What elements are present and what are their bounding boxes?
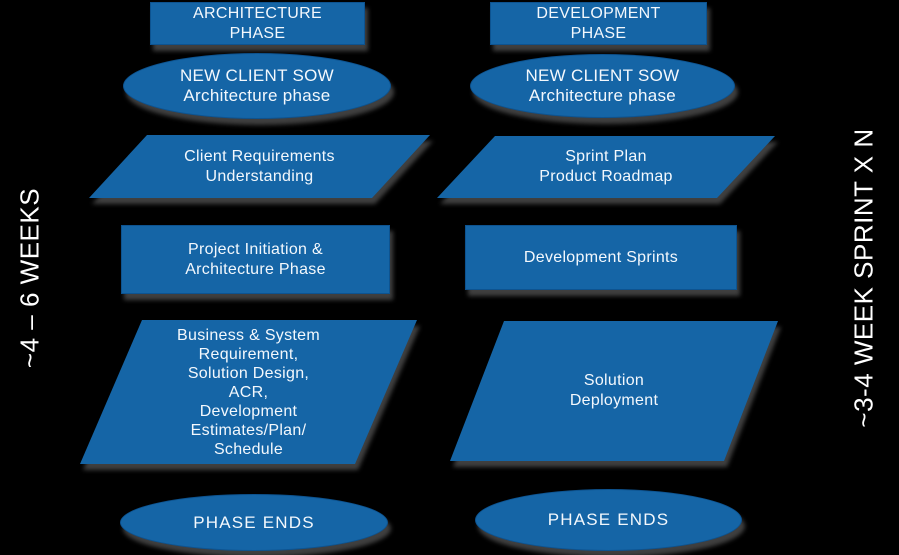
development-sow-ellipse: NEW CLIENT SOW Architecture phase	[470, 54, 735, 118]
development-phase-ends-ellipse: PHASE ENDS	[475, 489, 742, 551]
architecture-phase-header: ARCHITECTURE PHASE	[150, 2, 365, 45]
weeks-duration-label: ~4 – 6 WEEKS	[14, 187, 45, 369]
business-system-requirement-parallelogram: Business & System Requirement, Solution …	[80, 320, 417, 464]
sprint-plan-parallelogram: Sprint Plan Product Roadmap	[437, 136, 775, 198]
solution-deployment-parallelogram: Solution Deployment	[450, 321, 778, 461]
development-phase-header: DEVELOPMENT PHASE	[490, 2, 707, 45]
project-initiation-rectangle: Project Initiation & Architecture Phase	[121, 225, 390, 294]
solution-deployment-text: Solution Deployment	[450, 321, 778, 461]
development-sprints-rectangle: Development Sprints	[465, 225, 737, 290]
sprint-duration-label: ~3-4 WEEK SPRINT X N	[848, 128, 879, 428]
architecture-phase-ends-ellipse: PHASE ENDS	[120, 494, 388, 551]
development-sprints-text: Development Sprints	[465, 225, 737, 290]
architecture-sow-text: NEW CLIENT SOW Architecture phase	[123, 53, 391, 119]
business-system-requirement-text: Business & System Requirement, Solution …	[80, 320, 417, 464]
development-phase-header-text: DEVELOPMENT PHASE	[490, 2, 707, 45]
client-requirements-parallelogram: Client Requirements Understanding	[89, 135, 430, 198]
architecture-sow-ellipse: NEW CLIENT SOW Architecture phase	[123, 53, 391, 119]
sprint-plan-text: Sprint Plan Product Roadmap	[437, 136, 775, 198]
development-phase-ends-text: PHASE ENDS	[475, 489, 742, 551]
project-initiation-text: Project Initiation & Architecture Phase	[121, 225, 390, 294]
architecture-phase-ends-text: PHASE ENDS	[120, 494, 388, 551]
architecture-phase-header-text: ARCHITECTURE PHASE	[150, 2, 365, 45]
client-requirements-text: Client Requirements Understanding	[89, 135, 430, 198]
development-sow-text: NEW CLIENT SOW Architecture phase	[470, 54, 735, 118]
